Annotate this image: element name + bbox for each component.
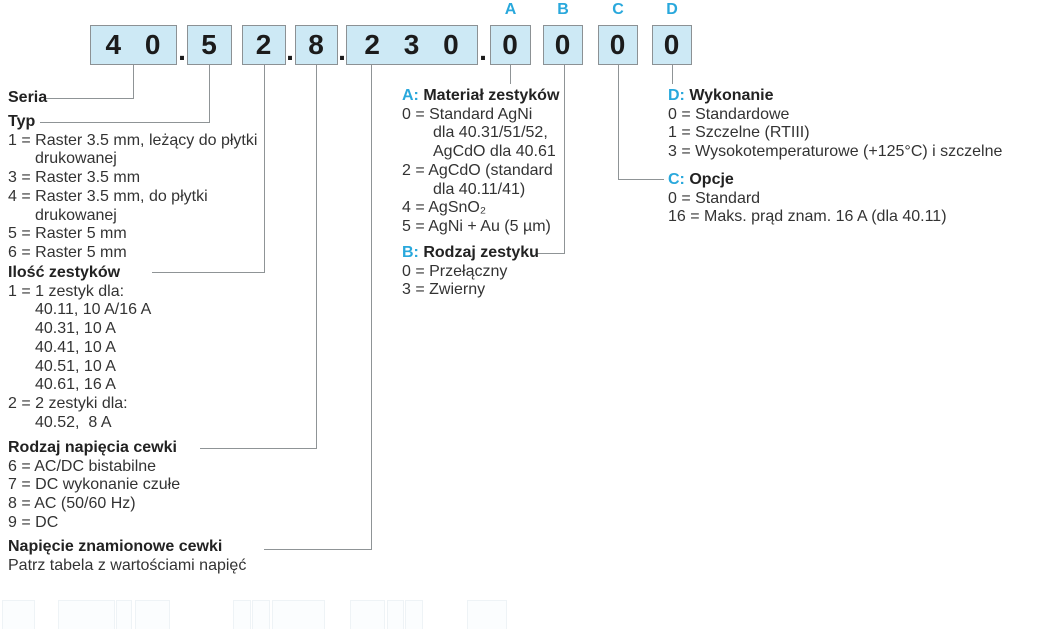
section-d-wykonanie: D: Wykonanie 0 = Standardowe 1 = Szczeln… [668, 87, 1002, 162]
code-item: 0 = Standardowe [668, 105, 790, 123]
faded-next-row-box [387, 600, 404, 629]
code-item: 2 = 2 zestyki dla: [8, 394, 128, 412]
code-tag-d: D [666, 1, 678, 18]
line-seria [44, 65, 134, 99]
code-item: 1 = Raster 3.5 mm, leżący do płytki [8, 131, 258, 149]
section-a-material-zestykow: A: Materiał zestyków 0 = Standard AgNi d… [402, 87, 559, 237]
code-item: 3 = Wysokotemperaturowe (+125°C) i szcze… [668, 143, 1003, 161]
section-c-opcje: C: Opcje 0 = Standard 16 = Maks. prąd zn… [668, 171, 947, 227]
faded-next-row-box [116, 600, 132, 629]
section-tag: D: [668, 87, 685, 104]
code-separator-dot: . [338, 34, 346, 66]
code-tag-c: C [612, 1, 624, 18]
code-item: 40.41, 10 A [35, 338, 116, 356]
code-box-b: 0 [543, 25, 583, 65]
code-box-type: 5 [187, 25, 232, 65]
code-item: Patrz tabela z wartościami napięć [8, 556, 247, 574]
code-item: 7 = DC wykonanie czułe [8, 476, 181, 494]
code-item: 0 = Standard AgNi [402, 105, 533, 123]
code-tag-b: B [557, 1, 569, 18]
code-box-coil-voltage-type: 8 [295, 25, 338, 65]
code-item: 40.51, 10 A [35, 357, 116, 375]
code-item: 0 = Przełączny [402, 262, 508, 280]
code-item: 0 = Standard [668, 189, 761, 207]
code-item: 6 = Raster 5 mm [8, 243, 127, 261]
section-title-text: Materiał zestyków [423, 87, 560, 104]
section-title-text: Opcje [689, 171, 734, 188]
code-item: 40.52, 8 A [35, 413, 112, 431]
code-separator-dot: . [286, 34, 294, 66]
faded-next-row-box [252, 600, 270, 629]
section-title-text: Wykonanie [689, 87, 774, 104]
section-title: Ilość zestyków [8, 264, 121, 281]
line-typ [40, 65, 210, 123]
code-box-series: 4 0 [90, 25, 177, 65]
code-item: 3 = Zwierny [402, 281, 486, 299]
section-typ: Typ 1 = Raster 3.5 mm, leżący do płytki … [8, 113, 257, 263]
code-item: drukowanej [35, 206, 117, 224]
section-title: C: Opcje [668, 171, 947, 190]
faded-next-row-box [58, 600, 115, 629]
faded-next-row-box [467, 600, 507, 629]
section-tag: C: [668, 171, 685, 188]
faded-next-row-box [405, 600, 423, 629]
section-ilosc-zestykow: Ilość zestyków 1 = 1 zestyk dla: 40.11, … [8, 264, 151, 432]
section-title: Seria [8, 89, 48, 106]
section-title: Typ [8, 113, 36, 130]
section-b-rodzaj-zestyku: B: Rodzaj zestyku 0 = Przełączny 3 = Zwi… [402, 244, 539, 300]
section-napiecie-znamionowe: Napięcie znamionowe cewki Patrz tabela z… [8, 538, 246, 575]
line-b [537, 65, 565, 254]
code-item: 40.11, 10 A/16 A [35, 301, 152, 319]
code-separator-dot: . [479, 34, 487, 66]
code-separator-dot: . [178, 34, 186, 66]
section-tag: A: [402, 87, 419, 104]
section-title-text: Rodzaj zestyku [423, 244, 539, 261]
code-item: 4 = AgSnO₂ [402, 199, 487, 217]
code-item: 5 = AgNi + Au (5 µm) [402, 217, 551, 235]
faded-next-row-box [350, 600, 385, 629]
code-item: 6 = AC/DC bistabilne [8, 457, 157, 475]
code-item: 9 = DC [8, 513, 59, 531]
code-item: 3 = Raster 3.5 mm [8, 169, 141, 187]
section-title: A: Materiał zestyków [402, 87, 559, 106]
section-title: D: Wykonanie [668, 87, 1002, 106]
code-item: dla 40.31/51/52, [433, 124, 548, 142]
code-item: 2 = AgCdO (standard [402, 161, 553, 179]
line-ilosc [152, 65, 265, 273]
code-item: 40.61, 16 A [35, 376, 116, 394]
code-box-a: 0 [490, 25, 531, 65]
code-box-contact-count: 2 [242, 25, 286, 65]
code-item: AgCdO dla 40.61 [433, 143, 556, 161]
code-item: 1 = 1 zestyk dla: [8, 282, 125, 300]
faded-next-row-box [2, 600, 35, 629]
code-box-c: 0 [598, 25, 638, 65]
code-item: 40.31, 10 A [35, 320, 116, 338]
line-napiecie [264, 65, 372, 550]
code-tag-a: A [504, 1, 517, 18]
section-title: B: Rodzaj zestyku [402, 244, 539, 263]
faded-next-row-box [233, 600, 251, 629]
faded-next-row-box [135, 600, 170, 629]
section-title: Napięcie znamionowe cewki [8, 538, 223, 555]
code-item: 1 = Szczelne (RTIII) [668, 124, 810, 142]
code-box-coil-voltage: 2 3 0 [346, 25, 478, 65]
line-c [618, 65, 664, 180]
section-seria: Seria [8, 89, 47, 108]
code-item: 8 = AC (50/60 Hz) [8, 495, 136, 513]
faded-next-row-box [272, 600, 325, 629]
section-title: Rodzaj napięcia cewki [8, 439, 177, 456]
code-item: drukowanej [35, 150, 117, 168]
line-rodzaj [200, 65, 317, 449]
code-item: 16 = Maks. prąd znam. 16 A (dla 40.11) [668, 208, 947, 226]
section-rodzaj-napiecia: Rodzaj napięcia cewki 6 = AC/DC bistabil… [8, 439, 180, 533]
code-item: 5 = Raster 5 mm [8, 225, 127, 243]
code-item: dla 40.11/41) [433, 180, 526, 198]
code-box-d: 0 [652, 25, 692, 65]
code-item: 4 = Raster 3.5 mm, do płytki [8, 187, 208, 205]
section-tag: B: [402, 244, 419, 261]
